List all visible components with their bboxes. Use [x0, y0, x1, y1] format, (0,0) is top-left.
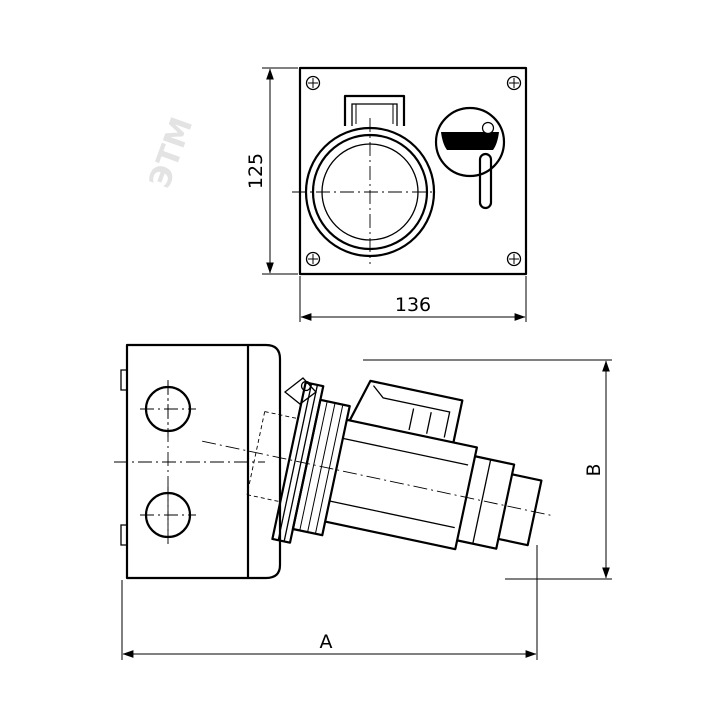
wall-clip — [120, 369, 127, 391]
extension-line — [121, 545, 538, 660]
wall-clip — [120, 524, 127, 546]
rotary-switch — [434, 106, 506, 210]
front-plate — [298, 66, 528, 276]
dim-label-136: 136 — [395, 294, 431, 316]
extension-line — [262, 67, 298, 275]
front-view: 125 136 — [245, 66, 528, 322]
dim-label-A: A — [320, 631, 333, 653]
extension-line — [299, 276, 527, 322]
dim-label-B: B — [583, 463, 605, 476]
corner-screw — [506, 75, 522, 91]
corner-screw — [305, 75, 321, 91]
extension-line — [363, 359, 612, 580]
watermark-text: ЭТМ — [143, 113, 201, 193]
dim-label-125: 125 — [245, 153, 267, 189]
corner-screw — [305, 251, 321, 267]
socket-lid-hinge — [343, 94, 406, 126]
tilted-socket — [202, 379, 555, 551]
corner-screw — [506, 251, 522, 267]
side-view: A B — [114, 343, 612, 660]
enclosure-box — [125, 343, 282, 580]
mount-pivot — [283, 377, 317, 405]
